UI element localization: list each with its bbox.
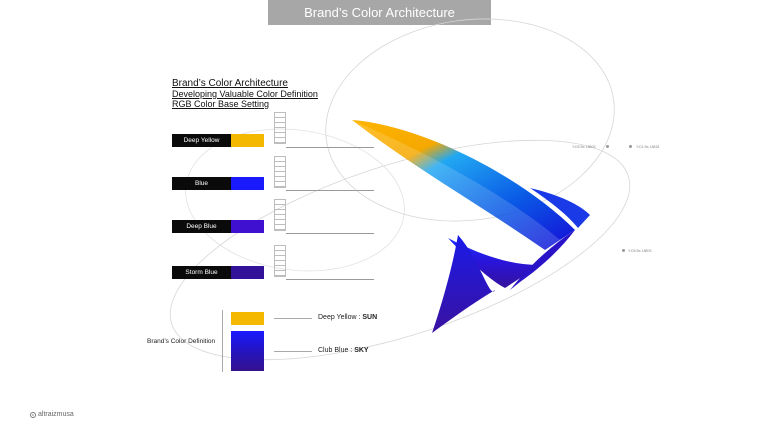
swatch-label: Deep Blue xyxy=(172,220,231,233)
definition-item-value: SKY xyxy=(354,347,369,354)
orbit-ellipse xyxy=(169,139,631,361)
connector-line xyxy=(274,318,312,319)
swatch-row-deep-blue: Deep Blue xyxy=(172,220,264,233)
title-bar: Brand’s Color Architecture xyxy=(268,0,491,25)
definition-item-name: Club Blue : xyxy=(318,347,353,354)
annotation-dot xyxy=(606,145,609,148)
sail-right xyxy=(530,188,590,228)
annotation-dot xyxy=(629,145,632,148)
value-grid xyxy=(274,112,286,144)
sail-top-band xyxy=(352,120,560,250)
swatch-row-blue: Blue xyxy=(172,177,264,190)
annotation-label: Y:D5 Bs 1880S xyxy=(572,145,596,149)
definition-divider xyxy=(222,310,223,372)
definition-item-sun: Deep Yellow : SUN xyxy=(318,314,377,321)
swatch-color xyxy=(231,266,264,279)
swatch-label: Deep Yellow xyxy=(172,134,231,147)
definition-swatch-blue xyxy=(231,331,264,371)
annotation-dot xyxy=(622,249,625,252)
footer-logo-text: altraizmusa xyxy=(38,411,74,418)
definition-label: Brand’s Color Definition xyxy=(147,338,216,345)
definition-item-value: SUN xyxy=(362,314,378,321)
sail-bottom xyxy=(432,235,495,333)
swatch-row-storm-blue: Storm Blue xyxy=(172,266,264,279)
connector-line xyxy=(274,351,312,352)
swatch-color xyxy=(231,220,264,233)
heading-subtitle: Developing Valuable Color Definition xyxy=(172,89,318,99)
connector-line xyxy=(286,147,374,148)
annotation-label: Y:D1 Bs 18818 xyxy=(636,145,660,149)
swatch-row-deep-yellow: Deep Yellow xyxy=(172,134,264,147)
copyright-icon: c xyxy=(30,411,36,418)
heading-subtitle-2: RGB Color Base Setting xyxy=(172,99,270,109)
swatch-color xyxy=(231,177,264,190)
swatch-label: Blue xyxy=(172,177,231,190)
title-bar-text: Brand’s Color Architecture xyxy=(304,5,455,20)
value-grid xyxy=(274,245,286,277)
headings: Brand’s Color Architecture Developing Va… xyxy=(172,78,318,109)
swatch-label: Storm Blue xyxy=(172,266,231,279)
heading-title: Brand’s Color Architecture xyxy=(172,78,288,89)
sail-right-low xyxy=(510,230,575,290)
connector-line xyxy=(286,190,374,191)
sail-middle xyxy=(448,238,540,288)
definition-item-sky: Club Blue : SKY xyxy=(318,347,369,354)
swatch-color xyxy=(231,134,264,147)
definition-swatch-yellow xyxy=(231,312,264,325)
sail-top xyxy=(352,120,575,240)
footer-logo: c altraizmusa xyxy=(30,411,74,418)
orbit-ellipse xyxy=(325,18,615,222)
connector-line xyxy=(286,279,374,280)
connector-line xyxy=(286,233,374,234)
value-grid xyxy=(274,156,286,188)
value-grid xyxy=(274,199,286,231)
annotation-label: Y:D5 Bs 1880S xyxy=(628,249,652,253)
definition-item-name: Deep Yellow : xyxy=(318,314,361,321)
